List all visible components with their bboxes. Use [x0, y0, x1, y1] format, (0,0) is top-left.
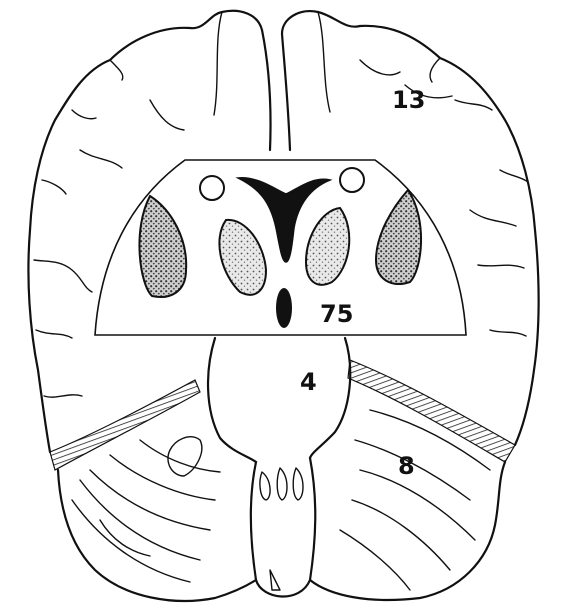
cerebellum-outline — [58, 410, 505, 601]
coronal-section — [95, 160, 466, 335]
brainstem-outline — [208, 338, 350, 597]
label-pons: 4 — [300, 368, 317, 396]
label-section: 75 — [320, 300, 353, 328]
left-small-circle — [200, 176, 224, 200]
aqueduct — [276, 288, 292, 328]
right-small-circle — [340, 168, 364, 192]
left-tentorium-hatch — [50, 380, 200, 470]
label-hemisphere: 13 — [392, 86, 425, 114]
label-cerebellum: 8 — [398, 452, 415, 480]
